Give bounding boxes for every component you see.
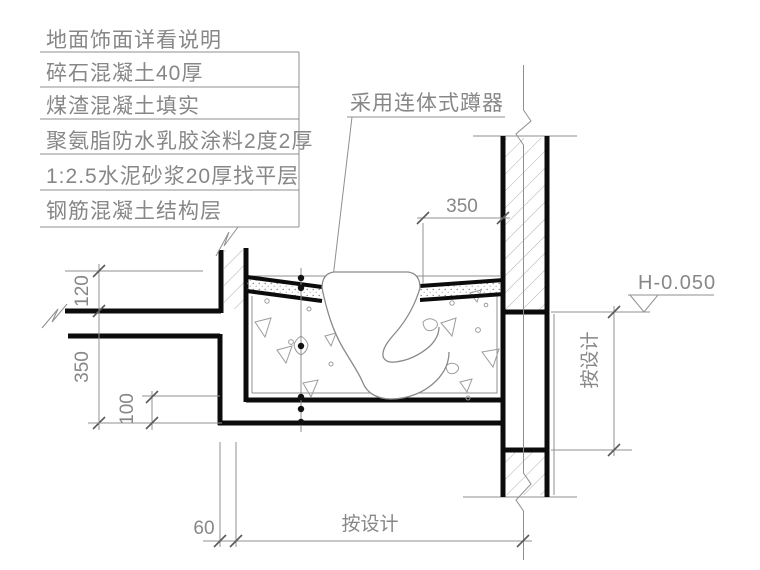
spec-row-label: 1:2.5水泥砂浆20厚找平层 — [46, 165, 299, 188]
floor-finish-band-right — [419, 278, 505, 302]
floor-finish-band-left — [246, 275, 323, 303]
wall-hatch-upper — [505, 138, 545, 310]
spec-row-label: 地面饰面详看说明 — [46, 29, 222, 52]
left-floor-slab — [41, 270, 221, 339]
pan-inner-trap-curve — [382, 287, 440, 363]
dimension-bottom: 60 按设计 — [193, 442, 532, 548]
spec-table: 地面饰面详看说明 碎石混凝土40厚 煤渣混凝土填实 聚氨脂防水乳胶涂料2度2厚 … — [40, 29, 313, 228]
dim-text: 350 — [446, 196, 478, 217]
dim-text: 120 — [72, 275, 93, 307]
pier-break-mark — [215, 226, 239, 257]
pan-rim-outline — [321, 271, 421, 289]
spec-row-label: 煤渣混凝土填实 — [46, 95, 200, 118]
callout-leader-line — [331, 116, 353, 287]
section-dotted-line — [297, 268, 305, 432]
dimension-top-350: 350 — [416, 196, 510, 284]
dim-text: 100 — [117, 393, 138, 425]
left-pier — [215, 226, 244, 313]
wall-hatch-lower — [505, 452, 545, 495]
dim-text: 350 — [72, 351, 93, 383]
spec-row-label: 碎石混凝土40厚 — [46, 62, 203, 85]
dim-text: 60 — [193, 518, 214, 539]
dim-text: 按设计 — [341, 513, 398, 535]
pier-hatch — [224, 250, 244, 309]
spec-row-label: 聚氨脂防水乳胶涂料2度2厚 — [46, 130, 313, 153]
level-value: H-0.050 — [638, 272, 716, 294]
pan-outer-trap-curve — [321, 287, 450, 400]
dim-text: 按设计 — [579, 331, 601, 388]
slab-break-mark — [41, 303, 68, 329]
spec-table-rules — [40, 51, 300, 228]
dimension-right-per-design: 按设计 — [551, 305, 650, 457]
toilet-callout: 采用连体式蹲器 — [331, 92, 505, 287]
spec-row-label: 钢筋混凝土结构层 — [46, 200, 222, 223]
level-symbol: H-0.050 — [628, 272, 716, 313]
squat-pan — [321, 271, 450, 400]
wall-centerline — [515, 65, 532, 560]
level-triangle-icon — [628, 294, 660, 313]
toilet-callout-label: 采用连体式蹲器 — [350, 92, 504, 115]
right-wall — [463, 65, 577, 560]
squat-pan-body — [322, 272, 449, 399]
dimension-left-stack: 120 350 100 — [72, 264, 222, 430]
